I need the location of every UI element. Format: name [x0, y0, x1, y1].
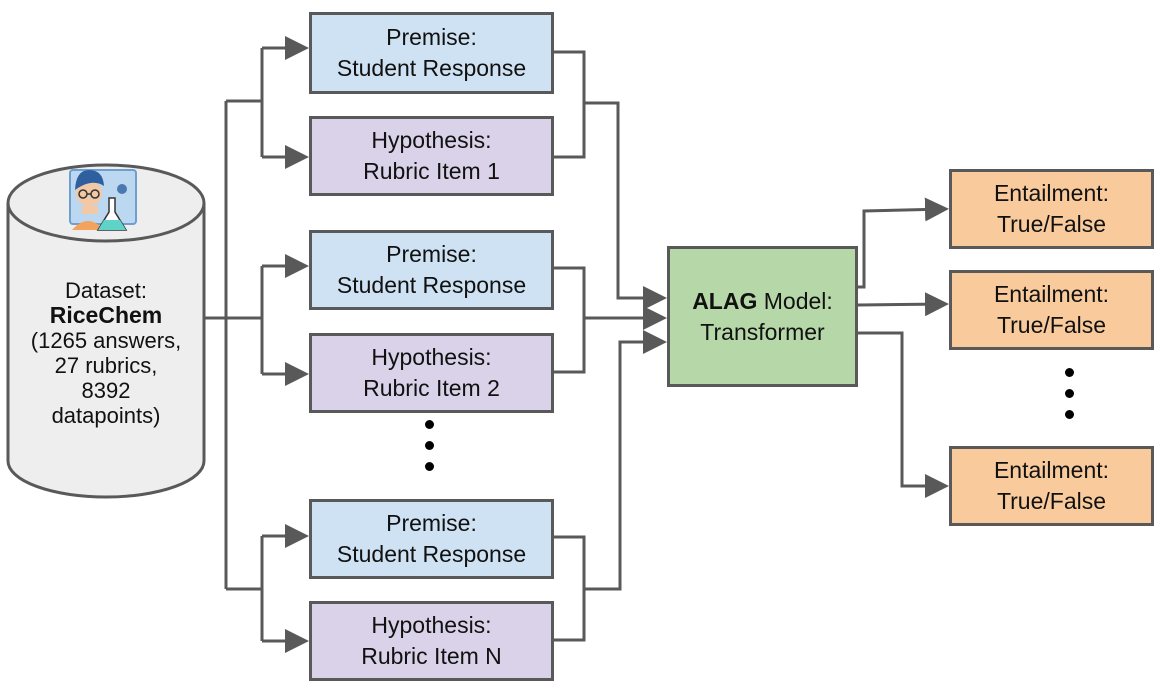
- output-value: True/False: [996, 488, 1107, 514]
- output-title: Entailment:: [993, 457, 1110, 483]
- output-value: True/False: [996, 312, 1107, 338]
- output-value: True/False: [996, 211, 1107, 237]
- hypothesis-box-n: Hypothesis: Rubric Item N: [309, 601, 554, 681]
- output-title: Entailment:: [993, 281, 1110, 307]
- premise-box-n: Premise: Student Response: [309, 499, 554, 579]
- dataset-stats-rubrics: 27 rubrics,: [54, 353, 158, 378]
- dataset-stats-count: 8392: [81, 378, 131, 403]
- model-box: ALAG Model: Transformer: [667, 246, 858, 387]
- model-type: Transformer: [700, 318, 825, 345]
- hypothesis-box-2: Hypothesis: Rubric Item 2: [309, 333, 554, 413]
- premise-text: Student Response: [336, 541, 527, 567]
- premise-title: Premise:: [386, 24, 477, 50]
- hypothesis-title: Hypothesis:: [371, 127, 492, 153]
- hypothesis-text: Rubric Item N: [361, 643, 502, 669]
- connectors: [204, 36, 949, 653]
- model-title: ALAG Model:: [692, 286, 833, 317]
- premise-text: Student Response: [336, 55, 527, 81]
- premise-title: Premise:: [386, 241, 477, 267]
- hypothesis-text: Rubric Item 2: [363, 375, 500, 401]
- dataset-title: Dataset:: [65, 278, 147, 303]
- premise-title: Premise:: [386, 510, 477, 536]
- premise-box-1: Premise: Student Response: [309, 12, 554, 94]
- dataset-stats-answers: (1265 answers,: [30, 328, 182, 353]
- model-name: ALAG: [692, 287, 758, 314]
- premise-box-2: Premise: Student Response: [309, 230, 554, 310]
- output-box-n: Entailment: True/False: [949, 446, 1154, 526]
- premise-text: Student Response: [336, 272, 527, 298]
- hypothesis-text: Rubric Item 1: [363, 158, 500, 184]
- dataset-cylinder: [6, 163, 206, 499]
- hypothesis-box-1: Hypothesis: Rubric Item 1: [309, 116, 554, 196]
- dataset-name: RiceChem: [49, 302, 163, 328]
- student-scientist-icon: [69, 169, 137, 231]
- output-box-2: Entailment: True/False: [949, 270, 1154, 350]
- hypothesis-title: Hypothesis:: [371, 612, 492, 638]
- output-box-1: Entailment: True/False: [949, 169, 1154, 249]
- output-title: Entailment:: [993, 180, 1110, 206]
- dataset-label: Dataset: RiceChem (1265 answers, 27 rubr…: [8, 278, 204, 428]
- outputs-ellipsis: [1065, 362, 1074, 425]
- dataset-stats-unit: datapoints): [51, 403, 161, 428]
- pairs-ellipsis: [425, 414, 434, 477]
- hypothesis-title: Hypothesis:: [371, 344, 492, 370]
- model-suffix: Model:: [757, 287, 833, 314]
